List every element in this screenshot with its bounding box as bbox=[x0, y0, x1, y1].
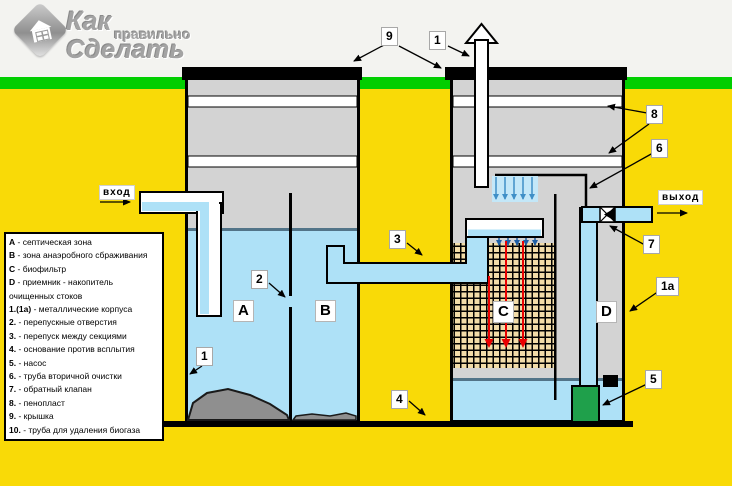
sediment bbox=[291, 412, 357, 421]
arrow-2 bbox=[268, 282, 286, 298]
legend-item: D - приемник - накопитель очищенных сток… bbox=[9, 277, 114, 301]
legend-box: A - септическая зона B - зона анаэробног… bbox=[4, 232, 164, 442]
base-slab bbox=[95, 421, 633, 427]
callout-1-top: 1 bbox=[429, 31, 446, 50]
zone-label-c: C bbox=[493, 301, 514, 323]
callout-4: 4 bbox=[391, 390, 408, 409]
house-icon bbox=[27, 17, 54, 44]
pump bbox=[571, 385, 600, 423]
arrow-1-top bbox=[447, 45, 470, 57]
riser-pipe bbox=[579, 207, 598, 389]
foam-layer bbox=[187, 95, 358, 108]
arrow-3 bbox=[406, 242, 423, 256]
logo-text-2: правильно bbox=[114, 26, 191, 42]
foam-layer bbox=[187, 155, 358, 168]
arrow-1-left bbox=[189, 365, 203, 375]
arrow-8-up bbox=[607, 103, 648, 114]
callout-9: 9 bbox=[381, 27, 398, 46]
ab-divider bbox=[289, 307, 292, 420]
ab-divider bbox=[289, 193, 292, 296]
arrow-9-left bbox=[353, 44, 385, 62]
outlet-label: выход bbox=[658, 190, 704, 205]
callout-1-left: 1 bbox=[196, 347, 213, 366]
legend-item: 9. - крышка bbox=[9, 411, 54, 422]
zone-label-d: D bbox=[596, 301, 617, 323]
biogas-vent-pipe bbox=[474, 39, 489, 188]
zone-label-b: B bbox=[315, 300, 336, 322]
legend-item: 2. - перепускные отверстия bbox=[9, 317, 117, 328]
recirculation-pipe bbox=[495, 173, 588, 208]
legend-item: 6. - труба вторичной очистки bbox=[9, 371, 122, 382]
logo-text-1: Как bbox=[66, 6, 112, 36]
vent-cone bbox=[463, 22, 500, 44]
water bbox=[453, 378, 622, 420]
arrow-8-down bbox=[608, 123, 650, 154]
inlet-label: вход bbox=[99, 185, 135, 200]
callout-1a: 1а bbox=[656, 277, 680, 296]
legend-item: B - зона анаэробного сбраживания bbox=[9, 250, 148, 261]
flow-red-arrows bbox=[484, 241, 528, 348]
arrow-1a bbox=[629, 290, 660, 312]
callout-5: 5 bbox=[645, 370, 662, 389]
logo-text-3: Сделать bbox=[66, 34, 185, 64]
sludge-mound bbox=[186, 387, 291, 421]
cap bbox=[182, 67, 362, 80]
callout-6: 6 bbox=[651, 139, 668, 158]
callout-8: 8 bbox=[646, 105, 663, 124]
right-tank bbox=[445, 22, 627, 427]
legend-item: 3. - перепуск между секциями bbox=[9, 330, 127, 341]
legend-item: 10. - труба для удаления биогаза bbox=[9, 424, 141, 435]
legend-item: C - биофильтр bbox=[9, 263, 67, 274]
transfer-pipe bbox=[326, 229, 489, 284]
cd-divider bbox=[554, 194, 557, 400]
legend-item: 8. - пенопласт bbox=[9, 397, 65, 408]
foam-layer bbox=[452, 95, 623, 108]
arrow-7 bbox=[609, 225, 646, 246]
drip-arrows bbox=[496, 238, 538, 246]
cap bbox=[445, 67, 627, 80]
callout-3: 3 bbox=[389, 230, 406, 249]
pump-bracket bbox=[603, 375, 618, 387]
callout-2: 2 bbox=[251, 270, 268, 289]
legend-item: 7. - обратный клапан bbox=[9, 384, 92, 395]
spray-zone bbox=[492, 176, 538, 202]
callout-7: 7 bbox=[643, 235, 660, 254]
legend-item: 4. - основание против всплытия bbox=[9, 344, 135, 355]
legend-item: A - септическая зона bbox=[9, 237, 92, 247]
spray-arrows bbox=[493, 177, 535, 200]
check-valve bbox=[599, 206, 616, 223]
foam-layer bbox=[452, 155, 623, 168]
left-tank bbox=[182, 67, 362, 427]
arrow-4 bbox=[408, 400, 426, 416]
arrow-6 bbox=[589, 152, 654, 189]
outlet-pipe bbox=[581, 206, 653, 223]
grass-line bbox=[0, 77, 732, 89]
distribution-tray bbox=[465, 218, 544, 238]
legend-item: 1.(1а) - металлические корпуса bbox=[9, 304, 133, 315]
water bbox=[188, 228, 357, 420]
site-logo: Как правильно Сделать bbox=[8, 1, 191, 64]
zone-label-a: A bbox=[233, 300, 254, 322]
arrow-5 bbox=[602, 383, 648, 406]
legend-item: 5. - насос bbox=[9, 357, 47, 368]
